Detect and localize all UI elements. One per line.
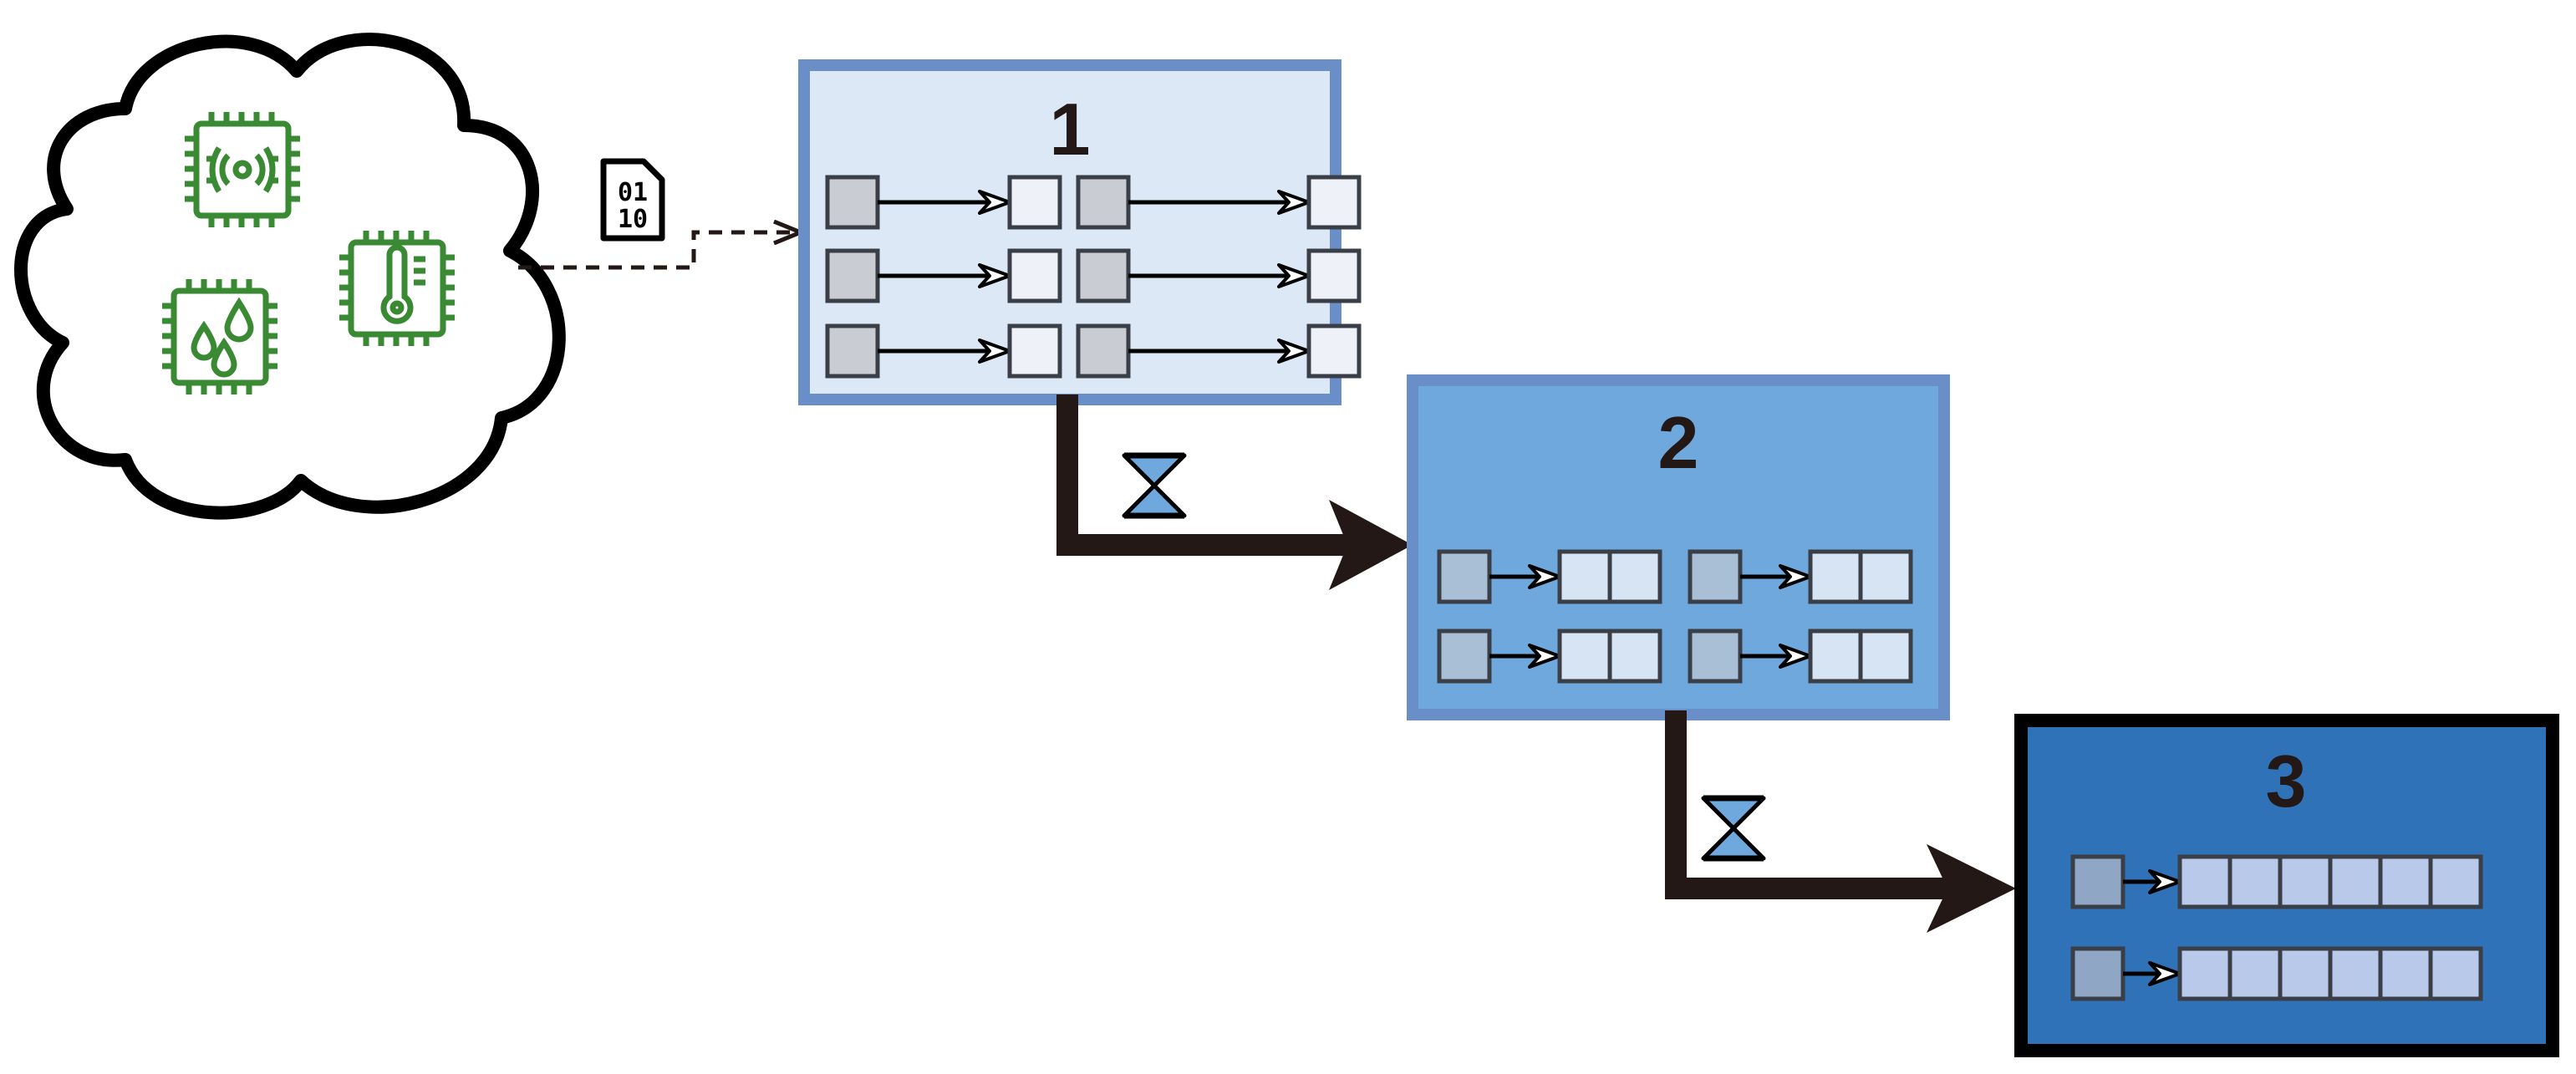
queue-item-cell xyxy=(2227,854,2283,909)
queue-item-cell xyxy=(2328,854,2383,909)
queue-item-cell xyxy=(1607,549,1662,604)
queue-item-cell xyxy=(1557,549,1612,604)
queue-item-cell xyxy=(2378,854,2433,909)
queue-head-cell xyxy=(825,323,880,379)
stage-3-label: 3 xyxy=(2266,740,2307,822)
queue-head-cell xyxy=(825,248,880,303)
queue-item-cell xyxy=(1808,629,1863,684)
queue-head-cell xyxy=(1688,629,1743,684)
queue-item-cell xyxy=(1007,175,1062,230)
stage-2-label: 2 xyxy=(1658,401,1699,484)
data-flow-dashed-arrow xyxy=(518,232,801,270)
queue-item-cell xyxy=(2428,946,2483,1001)
queue-item-cell xyxy=(2278,854,2333,909)
queue-item-cell xyxy=(1607,629,1662,684)
hourglass-icon xyxy=(1122,452,1187,519)
stage-3-queues xyxy=(2070,854,2483,1001)
queue-item-cell xyxy=(2378,946,2433,1001)
stage-1-to-2-arrow xyxy=(1056,394,1413,590)
queue-item-cell xyxy=(1557,629,1612,684)
queue-item-cell xyxy=(1858,549,1913,604)
hourglass-icon xyxy=(1701,795,1766,862)
queue-head-cell xyxy=(1688,549,1743,604)
queue-head-cell xyxy=(2070,854,2125,909)
queue-item-cell xyxy=(1306,248,1362,303)
queue-item-cell xyxy=(2227,946,2283,1001)
thermometer-chip-icon xyxy=(339,231,455,346)
queue-item-cell xyxy=(2328,946,2383,1001)
queue-head-cell xyxy=(1076,248,1131,303)
queue-item-cell xyxy=(1306,323,1362,379)
queue-head-cell xyxy=(2070,946,2125,1001)
water-drops-chip-icon xyxy=(162,279,277,394)
queue-head-cell xyxy=(1437,549,1492,604)
cloud-icon xyxy=(14,33,566,520)
queue-head-cell xyxy=(1437,629,1492,684)
queue-head-cell xyxy=(825,175,880,230)
stage-2-queues xyxy=(1437,549,1913,684)
radio-signal-chip-icon xyxy=(185,112,300,227)
stage-1-box: 1 xyxy=(798,59,1362,405)
stage-1-queues xyxy=(825,175,1362,379)
queue-item-cell xyxy=(1808,549,1863,604)
binary-line-1: 01 xyxy=(618,178,648,207)
stage-3-box: 3 xyxy=(2014,714,2559,1057)
queue-item-cell xyxy=(1306,175,1362,230)
stage-2-to-3-arrow xyxy=(1665,710,2016,933)
binary-file-icon: 01 10 xyxy=(600,158,665,242)
sensor-cloud xyxy=(14,33,566,520)
queue-item-cell xyxy=(2177,946,2232,1001)
queue-item-cell xyxy=(2278,946,2333,1001)
queue-item-cell xyxy=(1007,248,1062,303)
queue-item-cell xyxy=(2428,854,2483,909)
queue-head-cell xyxy=(1076,323,1131,379)
queue-head-cell xyxy=(1076,175,1131,230)
queue-item-cell xyxy=(1858,629,1913,684)
queue-item-cell xyxy=(2177,854,2232,909)
binary-line-2: 10 xyxy=(618,205,648,234)
queue-item-cell xyxy=(1007,323,1062,379)
stage-1-label: 1 xyxy=(1050,88,1091,171)
stage-2-box: 2 xyxy=(1407,374,1950,720)
